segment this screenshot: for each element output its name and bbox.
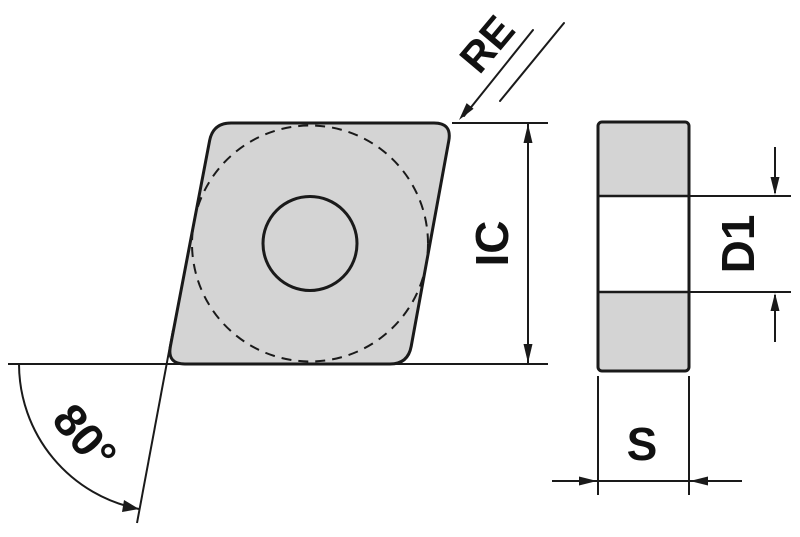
d1-arrowhead-top bbox=[770, 177, 780, 195]
inscribed-circle-dashed bbox=[191, 124, 429, 363]
side-view-bottom-band bbox=[598, 292, 689, 371]
left-edge-extension-line bbox=[136, 329, 174, 524]
side-view-top-band bbox=[598, 122, 689, 196]
ic-label: IC bbox=[466, 221, 518, 267]
re-leader-line bbox=[463, 29, 534, 117]
s-arrowhead-left bbox=[579, 476, 597, 486]
s-label: S bbox=[627, 418, 658, 470]
s-arrowhead-right bbox=[690, 476, 708, 486]
insert-center-hole bbox=[261, 195, 359, 292]
d1-label: D1 bbox=[712, 215, 764, 274]
ic-arrowhead-top bbox=[523, 124, 533, 143]
side-view-body bbox=[596, 120, 691, 373]
re-leader-line-2 bbox=[499, 22, 565, 102]
re-arrowhead bbox=[459, 103, 474, 120]
ic-arrowhead-bottom bbox=[523, 344, 533, 363]
d1-arrowhead-bottom bbox=[770, 293, 780, 311]
corner-angle-arrowhead bbox=[122, 500, 139, 512]
corner-angle-label: 80° bbox=[43, 394, 128, 481]
insert-front-view bbox=[168, 121, 451, 366]
corner-angle-arc bbox=[18, 363, 140, 510]
re-label: RE bbox=[450, 7, 524, 82]
